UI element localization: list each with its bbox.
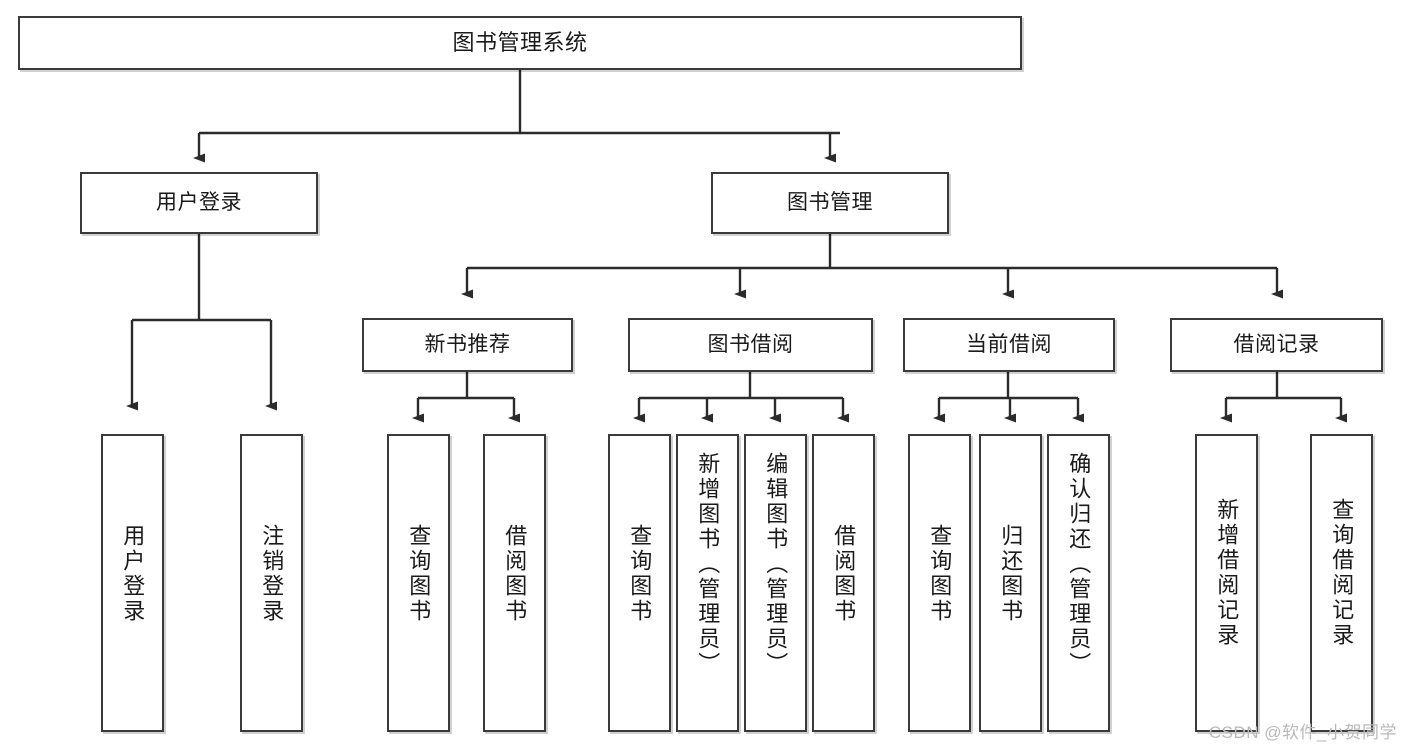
- node-label: 确认归还（管理员）: [1066, 452, 1092, 677]
- node-book-management[interactable]: 图书管理: [711, 172, 949, 234]
- node-new-book-recommend[interactable]: 新书推荐: [362, 318, 573, 372]
- node-label: 当前借阅: [966, 333, 1052, 357]
- node-leaf-edit-book[interactable]: 编辑图书（管理员）: [744, 434, 807, 732]
- node-label: 图书借阅: [707, 333, 794, 357]
- node-label: 用户登录: [156, 191, 242, 215]
- node-book-borrow[interactable]: 图书借阅: [628, 318, 873, 372]
- node-borrow-record[interactable]: 借阅记录: [1170, 318, 1383, 372]
- node-label: 新书推荐: [424, 333, 511, 357]
- node-leaf-query-book-2[interactable]: 查询图书: [608, 434, 671, 732]
- node-label: 借阅记录: [1233, 333, 1320, 357]
- node-leaf-borrow-book-2[interactable]: 借阅图书: [812, 434, 875, 732]
- node-leaf-add-book[interactable]: 新增图书（管理员）: [676, 434, 739, 732]
- node-label: 编辑图书（管理员）: [763, 452, 789, 677]
- node-user-login[interactable]: 用户登录: [80, 172, 318, 234]
- node-label: 查询图书: [927, 524, 953, 624]
- node-label: 新增图书（管理员）: [695, 452, 721, 677]
- node-label: 新增借阅记录: [1214, 498, 1240, 648]
- node-label: 图书管理: [787, 191, 873, 215]
- node-leaf-borrow-book-1[interactable]: 借阅图书: [483, 434, 546, 732]
- watermark: CSDN @软件_小贺同学: [1208, 723, 1397, 742]
- node-label: 查询图书: [406, 524, 432, 624]
- node-label: 借阅图书: [502, 524, 528, 624]
- node-current-borrow[interactable]: 当前借阅: [903, 318, 1115, 372]
- node-leaf-return-book[interactable]: 归还图书: [979, 434, 1042, 732]
- node-leaf-add-record[interactable]: 新增借阅记录: [1195, 434, 1258, 732]
- node-label: 图书管理系统: [452, 29, 588, 55]
- node-label: 查询图书: [627, 524, 653, 624]
- node-label: 用户登录: [120, 524, 146, 624]
- node-label: 查询借阅记录: [1329, 498, 1355, 648]
- node-leaf-confirm-return[interactable]: 确认归还（管理员）: [1047, 434, 1110, 732]
- node-label: 借阅图书: [831, 524, 857, 624]
- node-leaf-query-book-3[interactable]: 查询图书: [908, 434, 971, 732]
- node-leaf-query-book-1[interactable]: 查询图书: [387, 434, 450, 732]
- node-leaf-logout-login[interactable]: 注销登录: [240, 434, 303, 732]
- node-leaf-user-login[interactable]: 用户登录: [101, 434, 164, 732]
- node-root-system[interactable]: 图书管理系统: [18, 16, 1022, 70]
- node-label: 归还图书: [998, 524, 1024, 624]
- node-label: 注销登录: [259, 524, 285, 624]
- node-leaf-query-record[interactable]: 查询借阅记录: [1310, 434, 1373, 732]
